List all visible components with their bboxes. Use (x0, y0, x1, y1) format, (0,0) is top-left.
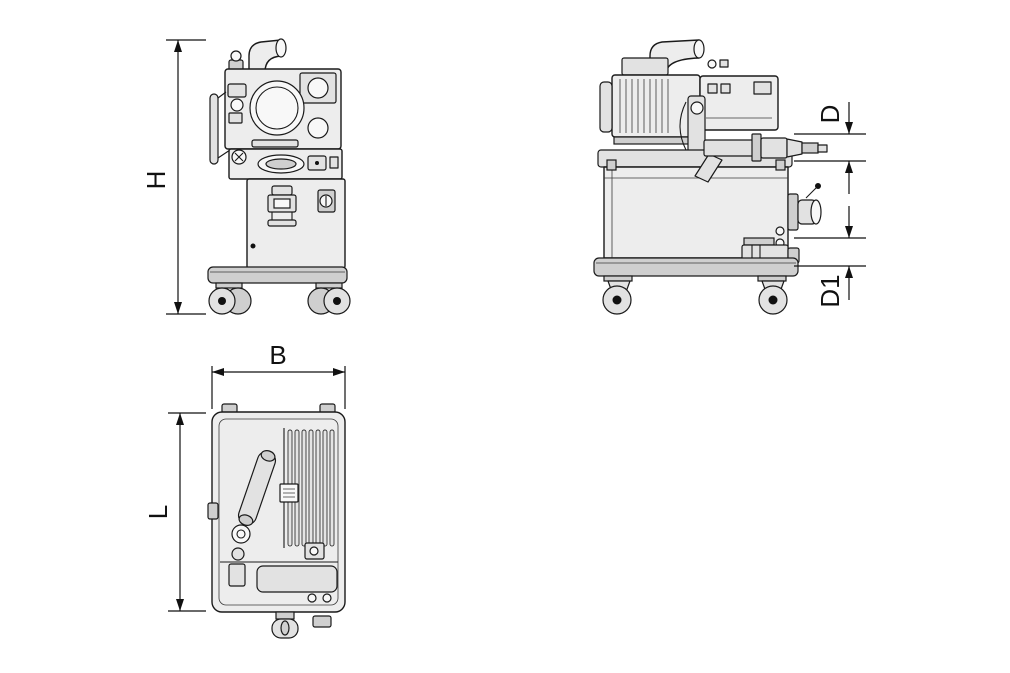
casters-side (602, 275, 788, 315)
handle-front (209, 91, 231, 165)
dimension-label-D: D (815, 105, 845, 124)
exhaust-elbow-front (228, 38, 287, 73)
top-inner-outline (218, 418, 339, 606)
inlet-fitting-side (694, 133, 828, 183)
base-front (207, 266, 348, 284)
motor-side (599, 57, 729, 145)
mid-panel-front (228, 148, 343, 180)
dimension-label-H: H (141, 171, 171, 190)
dimension-label-L: L (143, 505, 173, 519)
top-caster (271, 611, 299, 639)
hose-top (237, 450, 277, 526)
side-machine (593, 39, 828, 315)
control-box-side (699, 75, 779, 131)
suction-pipe-side (679, 95, 706, 167)
front-machine (207, 38, 351, 315)
dimension-H: H (141, 39, 206, 315)
dimension-B: B (211, 340, 346, 409)
front-view: H (141, 38, 351, 315)
vent-slots-top (283, 428, 335, 548)
dimension-label-B: B (269, 340, 286, 370)
top-fittings (207, 483, 325, 587)
side-view: D D1 (593, 39, 866, 315)
dimension-label-D1: D1 (815, 274, 845, 307)
discharge-outlet-side (787, 183, 822, 231)
container-front (246, 178, 346, 269)
top-machine (207, 403, 346, 639)
dimension-L: L (143, 412, 206, 612)
dimension-D: D (794, 102, 866, 194)
casters-front (208, 282, 351, 315)
dimension-D1: D1 (794, 206, 866, 308)
blower-housing-front (224, 68, 342, 150)
base-side (593, 257, 799, 277)
top-bracket (312, 615, 332, 628)
top-base-section (220, 561, 338, 603)
top-view: B L (143, 340, 346, 639)
